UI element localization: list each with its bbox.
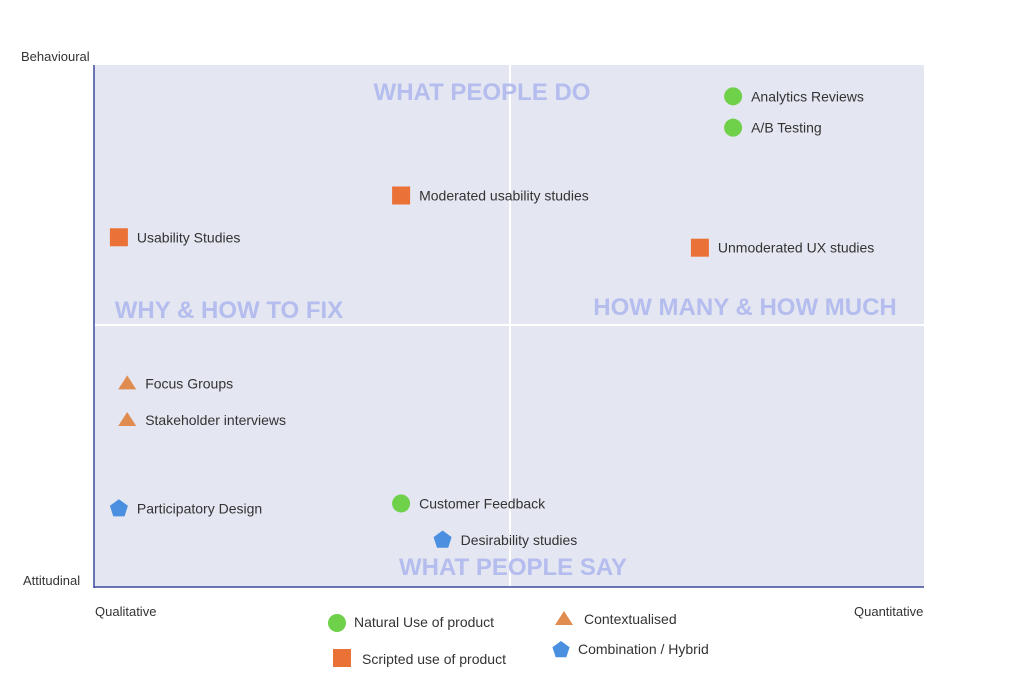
quadrant-label-bottom: WHAT PEOPLE SAY [399,554,627,581]
square-marker [392,186,411,205]
quadrant-label-right: HOW MANY & HOW MUCH [593,294,897,321]
data-point-label: A/B Testing [751,120,822,136]
data-point: Participatory Design [109,499,262,517]
data-point-label: Analytics Reviews [751,88,864,104]
data-point: Analytics Reviews [724,87,864,106]
square-marker [109,228,128,247]
data-point: A/B Testing [724,118,822,137]
y-axis-bottom-label: Attitudinal [23,573,80,588]
data-point: Usability Studies [109,228,241,247]
legend-hybrid-marker [552,641,570,658]
legend-natural-label: Natural Use of product [354,614,494,630]
pentagon-marker [433,530,452,548]
data-point: Focus Groups [118,375,233,391]
legend-hybrid-label: Combination / Hybrid [578,641,709,657]
triangle-marker [118,375,137,390]
legend-scripted-marker [333,649,351,667]
circle-marker [392,494,411,513]
x-axis-left-label: Qualitative [95,604,156,619]
data-point: Desirability studies [433,530,578,548]
quadrant-label-top: WHAT PEOPLE DO [374,79,591,106]
data-point-label: Focus Groups [145,375,233,391]
data-point-label: Participatory Design [137,501,262,517]
circle-marker [724,118,743,137]
y-axis-top-label: Behavioural [21,49,90,64]
data-point-label: Moderated usability studies [419,188,589,204]
data-point-label: Customer Feedback [419,495,546,511]
data-point: Moderated usability studies [392,186,589,205]
legend-contextual-label: Contextualised [584,611,677,627]
legend-scripted-label: Scripted use of product [362,651,506,667]
data-point-label: Unmoderated UX studies [718,240,874,256]
x-axis-right-label: Quantitative [854,604,923,619]
data-point-label: Stakeholder interviews [145,412,286,428]
legend-natural-marker [328,614,346,632]
square-marker [690,238,709,257]
pentagon-marker [109,499,128,517]
data-point-label: Desirability studies [461,532,578,548]
data-point: Customer Feedback [392,494,546,513]
triangle-marker [118,411,137,426]
quadrant-label-left: WHY & HOW TO FIX [115,297,343,324]
legend: Natural Use of product Scripted use of p… [328,611,709,667]
circle-marker [724,87,743,106]
data-point: Stakeholder interviews [118,411,286,428]
data-point-label: Usability Studies [137,229,241,245]
legend-contextual-marker [555,611,573,625]
data-point: Unmoderated UX studies [690,238,874,257]
